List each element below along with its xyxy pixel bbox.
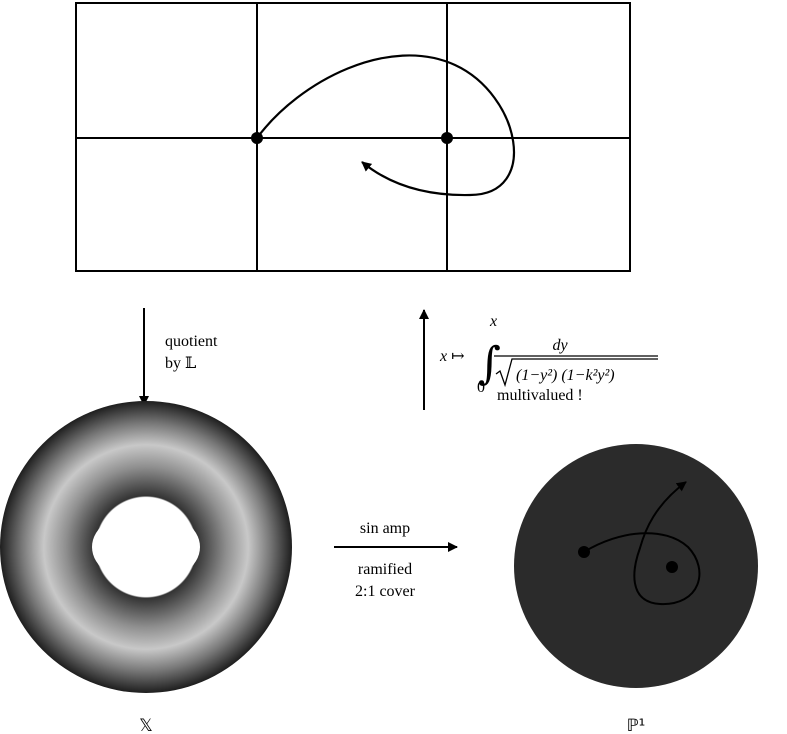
sphere-point-branch [666,561,678,573]
quotient-label: quotient [165,333,218,350]
lifted-path-curve [257,55,514,195]
torus-label: 𝕏 [139,716,153,734]
map-to-label: x ↦ [439,348,465,365]
sphere-label: ℙ¹ [627,716,646,734]
lattice-point-left [251,132,263,144]
cover-label: 2:1 cover [355,583,416,600]
sin-amp-label: sin amp [360,520,410,537]
sphere-point-start [578,546,590,558]
torus-hole [92,510,200,584]
integrand-numerator: dy [552,337,568,354]
ramified-label: ramified [358,561,412,578]
integral-lower-limit: 0 [477,379,485,396]
quotient-arrow: quotient by 𝕃 [144,308,218,405]
riemann-sphere: ℙ¹ [514,444,758,734]
lattice-grid [76,3,630,271]
integral-upper-limit: x [489,313,497,330]
multivalued-note: multivalued ! [497,387,583,404]
torus: 𝕏 [0,401,292,734]
sin-amp-arrow: sin amp ramified 2:1 cover [334,520,457,600]
integral-arrow: x ↦ ∫ x 0 dy (1−y²) (1−k²y²) multivalued… [424,310,658,410]
integrand-denominator: (1−y²) (1−k²y²) [516,367,615,384]
by-lattice-label: by 𝕃 [165,355,196,372]
lattice-point-right [441,132,453,144]
